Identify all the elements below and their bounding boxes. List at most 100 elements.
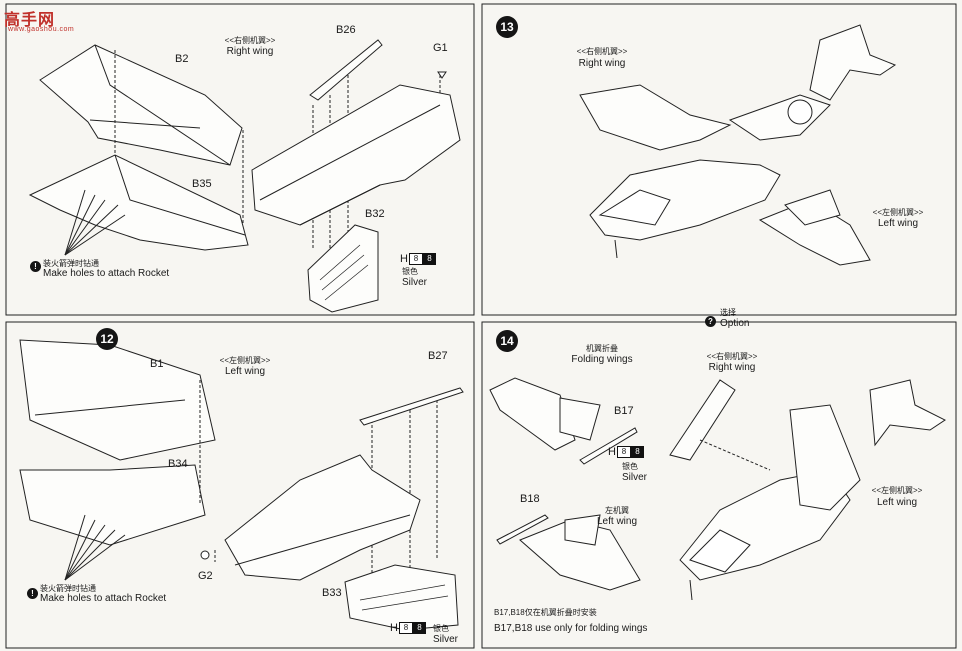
p11-paint-code: 8 xyxy=(408,253,423,265)
panel-frame-12 xyxy=(5,321,475,649)
p14-folding-cn: 机翼折叠 xyxy=(586,344,618,353)
p11-wing-upper-b2 xyxy=(39,44,243,166)
p13-option-icon: ? xyxy=(705,316,716,327)
p14-footnote-en: B17,B18 use only for folding wings xyxy=(494,623,648,634)
p11-part-label-b32: B32 xyxy=(365,208,385,220)
p14-part-b17 xyxy=(579,427,638,465)
p14-part-label-b17: B17 xyxy=(614,405,634,417)
p12-wing-upper-b1 xyxy=(19,339,216,461)
p12-note-icon: ! xyxy=(27,588,38,599)
p12-paint-en: Silver xyxy=(433,634,459,645)
panel-frame-11 xyxy=(5,3,475,316)
p11-part-label-b2: B2 xyxy=(175,53,189,65)
p13-tail-fin xyxy=(809,24,897,101)
p12-flap-b33 xyxy=(344,564,459,631)
p12-left-wing-en: Left wing xyxy=(224,366,266,377)
p13-fuselage xyxy=(589,159,781,241)
panel-frame-14 xyxy=(481,321,957,649)
p14-right-wing-en: Right wing xyxy=(708,362,756,373)
p12-paint-chip: H 8 8 xyxy=(390,622,426,634)
p13-intake xyxy=(787,99,813,125)
p11-part-label-b26: B26 xyxy=(336,24,356,36)
p12-wing-main xyxy=(224,454,421,581)
p12-paint-code-dark: 8 xyxy=(412,622,426,634)
p14-canopy xyxy=(689,529,751,573)
p14-step-number: 14 xyxy=(496,330,518,352)
p13-tail-section xyxy=(728,94,831,141)
p14-paint-letter: H xyxy=(608,446,616,458)
p14-paint-en: Silver xyxy=(622,472,648,483)
p14-folding-en: Folding wings xyxy=(571,354,633,365)
p12-part-label-b1: B1 xyxy=(150,358,164,370)
panel-frame-13 xyxy=(481,3,957,316)
p12-paint-letter: H xyxy=(390,622,398,634)
p12-note-en: Make holes to attach Rocket xyxy=(40,593,167,604)
p12-strip-b27 xyxy=(359,387,464,426)
p14-part-b18 xyxy=(496,514,549,545)
p11-wing-main xyxy=(251,84,461,226)
p11-part-label-g1: G1 xyxy=(433,42,448,54)
p13-left-wing-en: Left wing xyxy=(877,218,919,229)
p12-paint-cn: 银色 xyxy=(433,624,449,633)
p12-left-wing-cn: <<左侧机翼>> xyxy=(219,356,271,365)
p12-part-label-b27: B27 xyxy=(428,350,448,362)
p14-folded-wing xyxy=(789,404,861,511)
p14-left-wing2-en: Left wing xyxy=(876,497,918,508)
p11-wing-lower-b35 xyxy=(28,154,249,251)
p12-part-label-g2: G2 xyxy=(198,570,213,582)
watermark-logo: 高手网 xyxy=(4,12,56,29)
p14-right-wing-cn: <<右侧机翼>> xyxy=(706,352,758,361)
p14-tail-fin xyxy=(869,379,946,447)
p13-left-wing-cn: <<左侧机翼>> xyxy=(872,208,924,217)
p14-left-wing2-cn: <<左侧机翼>> xyxy=(871,486,923,495)
p12-flap-slots xyxy=(359,584,449,611)
p14-left-wing-fold-flap xyxy=(564,514,601,546)
p11-paint-chip: H 8 8 xyxy=(400,253,436,265)
p13-left-flap xyxy=(784,189,841,226)
p12-part-label-b33: B33 xyxy=(322,587,342,599)
p14-paint-code-dark: 8 xyxy=(630,446,644,458)
p12-part-g2 xyxy=(200,550,210,560)
p14-left-wing-cn: 左机翼 xyxy=(605,506,629,515)
p13-option-en: Option xyxy=(720,318,750,329)
p14-right-wing-fold xyxy=(489,377,576,451)
p12-part-label-b34: B34 xyxy=(168,458,188,470)
p11-hole-leaders xyxy=(64,189,126,256)
p12-note-cn: 装火箭弹时钻通 xyxy=(40,584,96,593)
p14-nose-gear xyxy=(689,579,693,601)
watermark-site: www.gaoshou.com xyxy=(8,26,75,33)
p12-hole-leaders xyxy=(64,514,126,581)
p11-part-label-b35: B35 xyxy=(192,178,212,190)
p14-left-wing-en: Left wing xyxy=(596,516,638,527)
p11-right-wing-en: Right wing xyxy=(226,46,274,57)
p14-paint-chip: H 8 8 xyxy=(608,446,644,458)
p14-paint-cn: 银色 xyxy=(622,462,638,471)
p13-right-wing-en: Right wing xyxy=(578,58,626,69)
p11-strip-b26 xyxy=(309,39,383,101)
p11-paint-en: Silver xyxy=(402,277,428,288)
p14-part-label-b18: B18 xyxy=(520,493,540,505)
p12-wing-lower-b34 xyxy=(19,464,206,546)
p11-note-icon: ! xyxy=(30,261,41,272)
p11-paint-code-dark: 8 xyxy=(422,253,436,265)
p11-paint-letter: H xyxy=(400,253,408,265)
p13-canopy xyxy=(598,189,671,226)
p11-note-en: Make holes to attach Rocket xyxy=(43,268,170,279)
p13-nose-gear xyxy=(614,239,618,259)
p11-flap-slots xyxy=(319,244,369,301)
p14-paint-code: 8 xyxy=(616,446,631,458)
p11-paint-cn: 银色 xyxy=(402,267,418,276)
p11-flap-b32 xyxy=(307,224,379,313)
p14-right-wing-fold-flap xyxy=(559,397,601,441)
p12-step-number: 12 xyxy=(96,328,118,350)
p12-paint-code: 8 xyxy=(398,622,413,634)
p13-right-wing xyxy=(579,84,732,151)
p11-right-wing-cn: <<右侧机翼>> xyxy=(224,36,276,45)
p14-right-wing xyxy=(669,379,736,461)
p13-step-number: 13 xyxy=(496,16,518,38)
p13-option-cn: 选择 xyxy=(720,308,736,317)
p11-note-cn: 装火箭弹时钻通 xyxy=(43,259,99,268)
p13-right-wing-cn: <<右侧机翼>> xyxy=(576,47,628,56)
